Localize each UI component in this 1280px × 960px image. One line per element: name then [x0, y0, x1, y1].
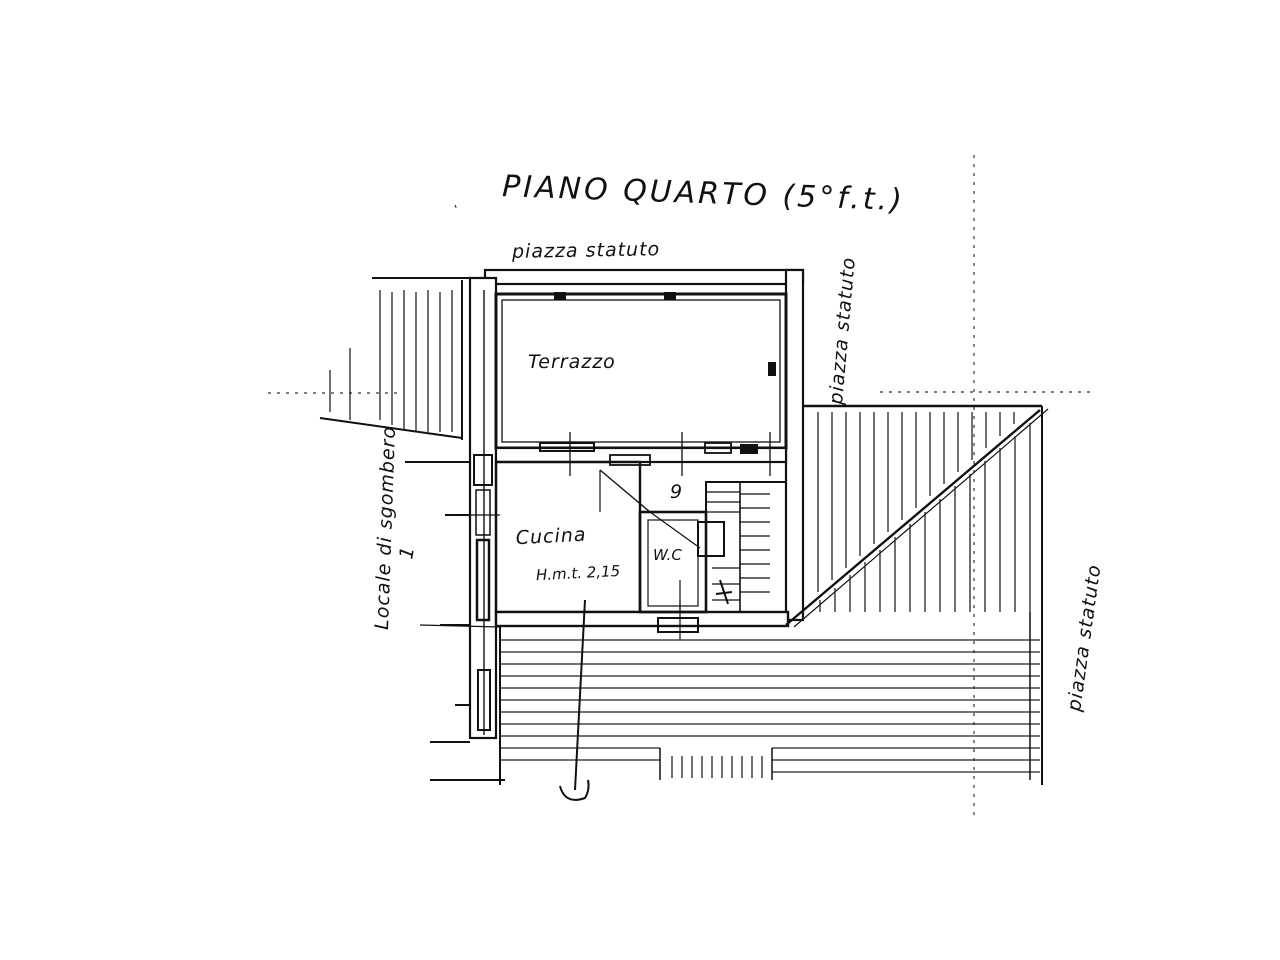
kitchen-height-label: H.m.t. 2,15: [535, 562, 620, 584]
right-roof-hatch: [817, 412, 1015, 592]
lower-roof-hatch-vertical: [819, 423, 1031, 612]
railing-ticks: [671, 756, 763, 778]
stair-number: 9: [670, 481, 683, 503]
right-roof-outline: [785, 404, 1049, 785]
storage-room-hatch: [329, 290, 453, 432]
exterior-walls: [468, 268, 805, 740]
kitchen-label: Cucina: [515, 524, 587, 550]
storage-room-label: Locale di sgombero: [371, 426, 400, 631]
terrace-label: Terrazzo: [528, 351, 616, 373]
plan-title: PIANO QUARTO (5°f.t.): [502, 169, 906, 218]
lower-roof-hatch-horizontal: [500, 639, 1040, 773]
staircase: [705, 481, 787, 613]
section-line: [559, 599, 590, 801]
street-label-right-upper: piazza statuto: [825, 256, 860, 407]
reference-lines: [268, 155, 1090, 815]
wc-label: W.C: [653, 546, 682, 564]
street-label-top: piazza statuto: [511, 238, 661, 263]
street-label-right-lower: piazza statuto: [1063, 563, 1106, 714]
storage-room-number: 1: [395, 544, 419, 561]
lower-roof-outline: [499, 612, 1031, 785]
